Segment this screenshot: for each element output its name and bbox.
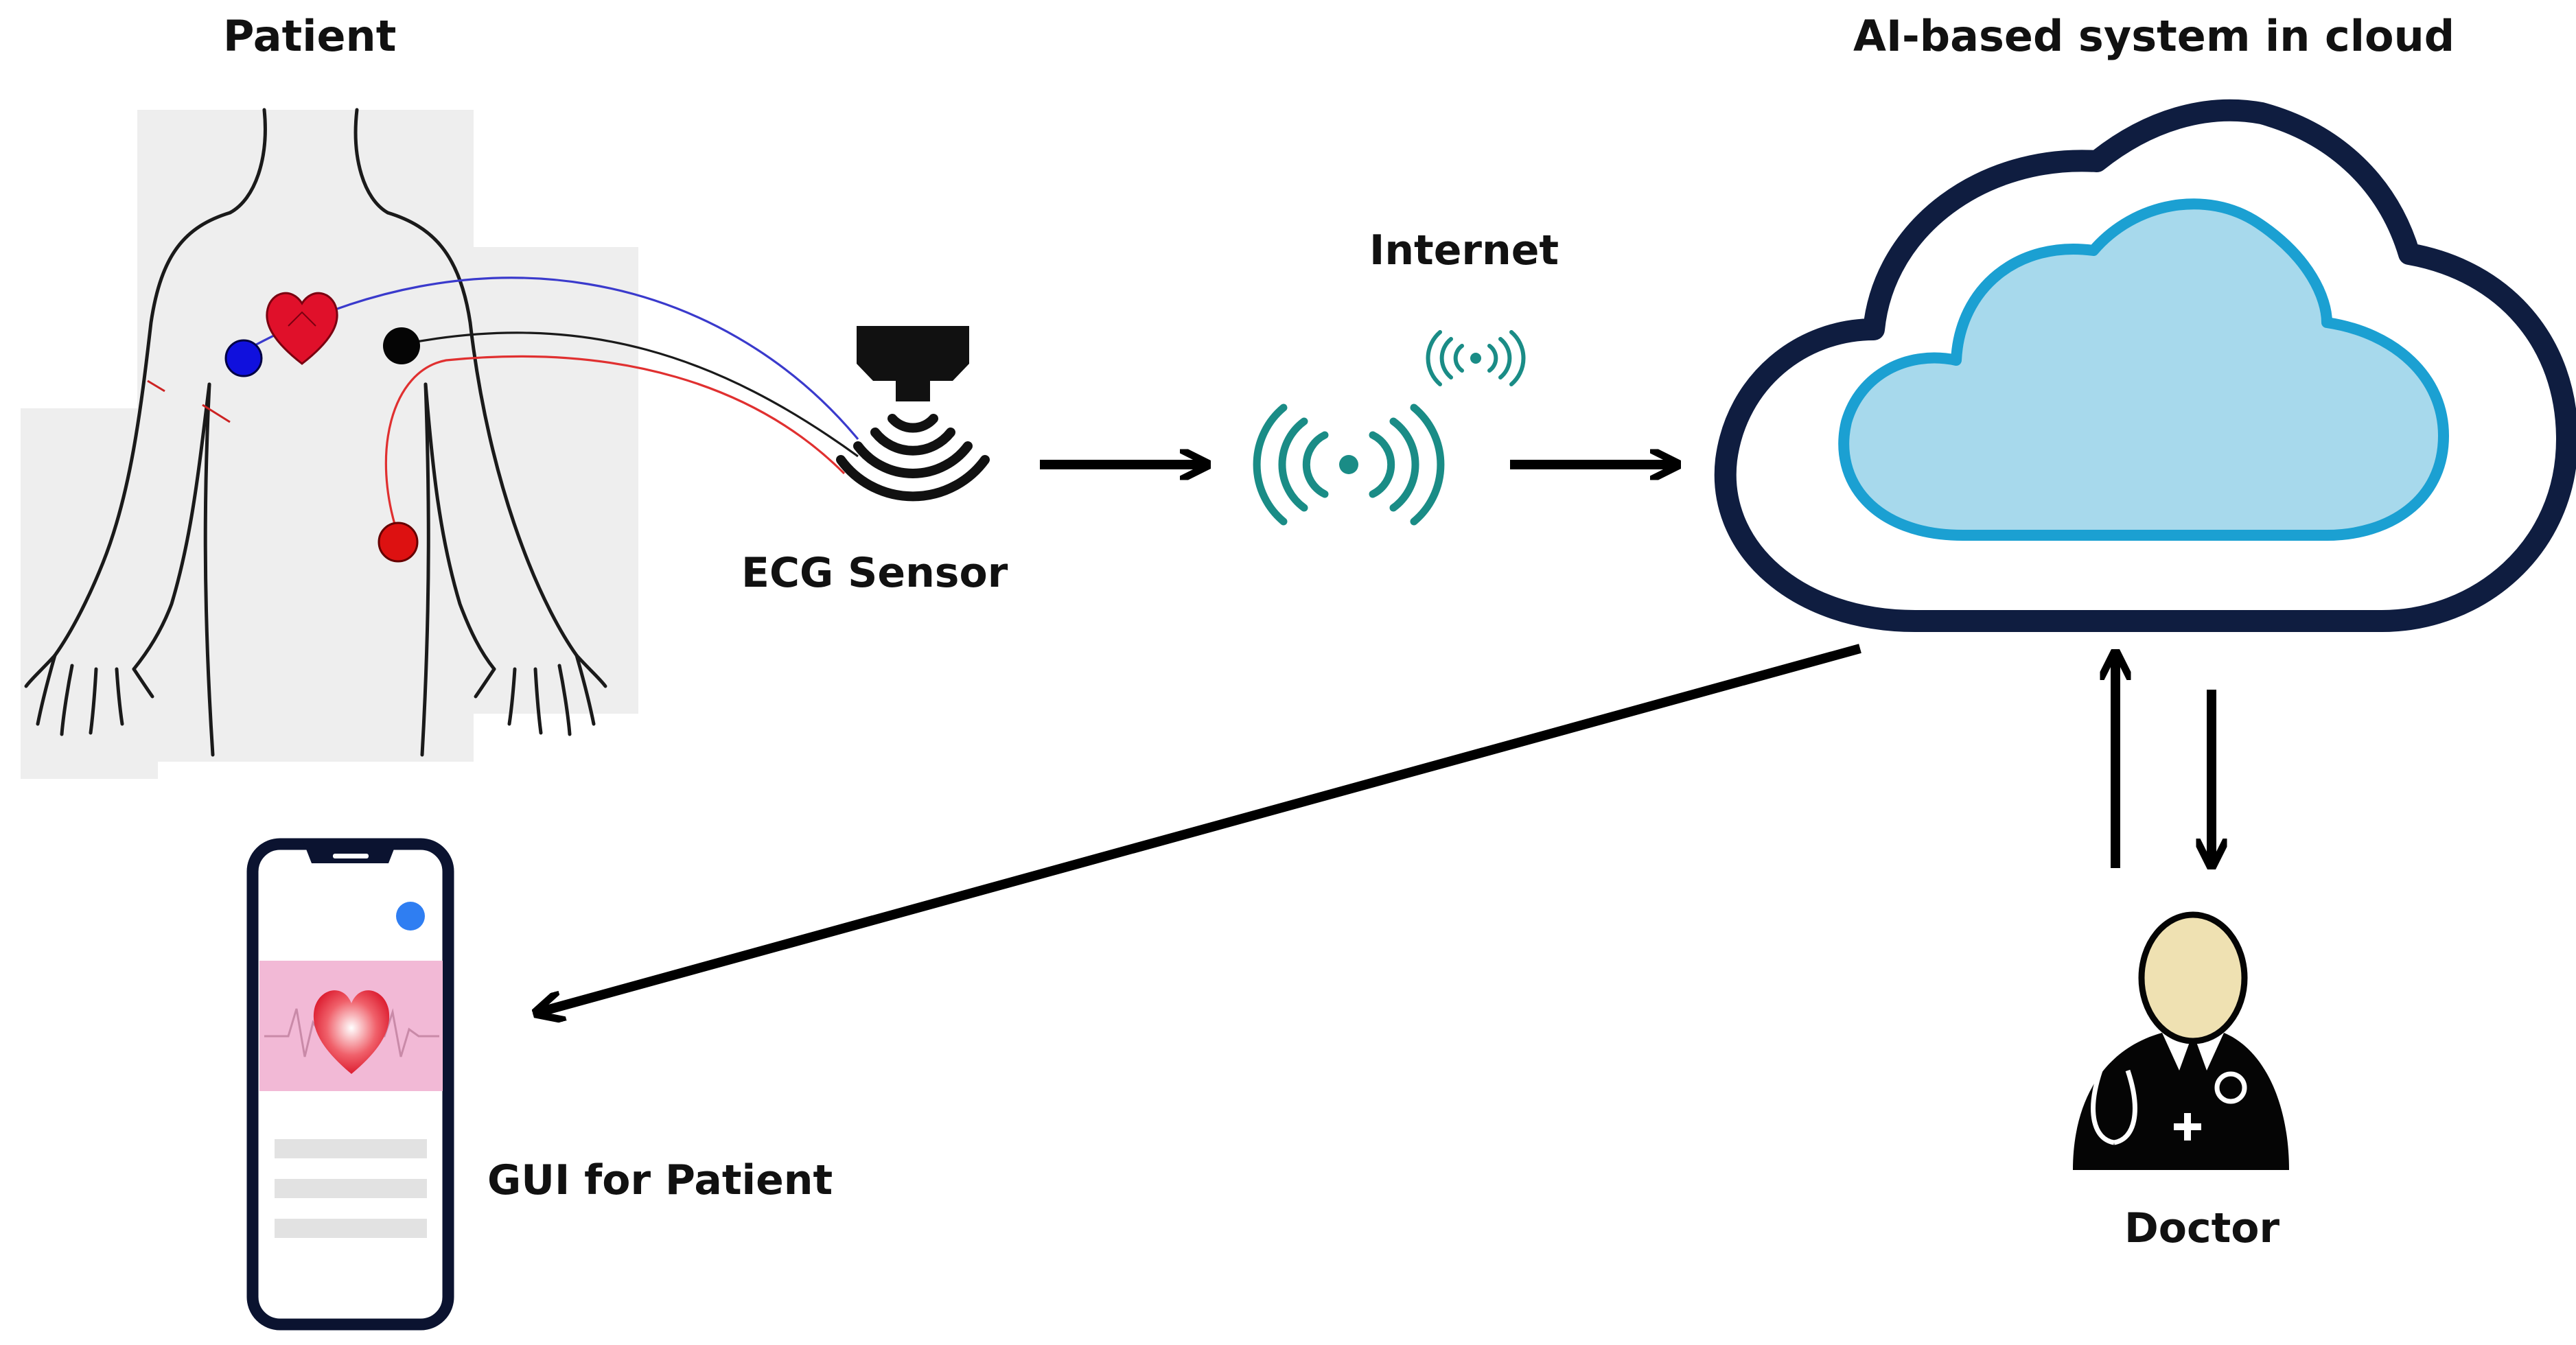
patient-label: Patient [223,11,397,61]
patient-body-icon [21,108,638,779]
heart-icon [266,292,338,365]
electrode-red [378,522,419,563]
cloud-icon [1714,99,2576,632]
ecg-lead-wires [243,277,859,536]
gui-patient-label: GUI for Patient [487,1156,833,1204]
doctor-head [2138,911,2248,1044]
wireless-signal-icon [1253,404,1445,526]
doctor-label: Doctor [2124,1204,2280,1252]
ecg-sensor-icon [836,326,990,502]
doctor-icon [2073,911,2289,1170]
arrow-cloud-to-gui [539,644,1861,1012]
phone-heart-icon [313,990,390,1074]
internet-label: Internet [1369,226,1559,274]
smartphone-icon [246,838,454,1331]
ecg-sensor-label: ECG Sensor [741,549,1008,597]
cloud-system-label: AI-based system in cloud [1853,11,2455,61]
wireless-signal-small-icon [1426,330,1526,386]
electrode-blue [224,339,263,377]
electrode-black [383,327,420,364]
phone-notification-dot [396,902,425,931]
